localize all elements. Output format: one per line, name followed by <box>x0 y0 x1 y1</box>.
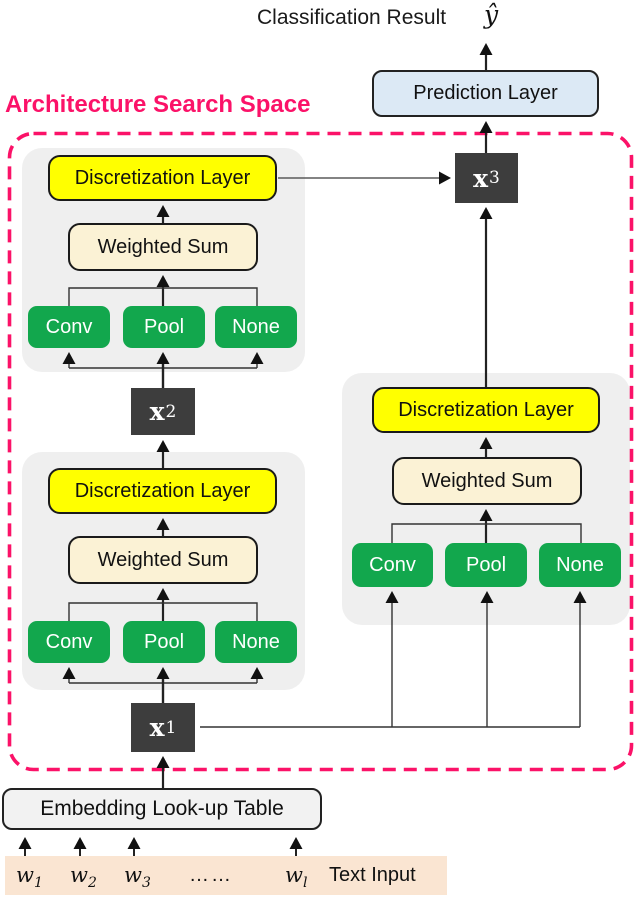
discretization-layer-label: Discretization Layer <box>74 166 251 189</box>
weighted-sum-label: Weighted Sum <box>97 235 229 258</box>
op-conv-box: Conv <box>28 306 110 348</box>
discretization-layer-label: Discretization Layer <box>398 398 574 421</box>
weighted-sum-label: Weighted Sum <box>97 548 229 571</box>
embedding-lookup-table-label: Embedding Look-up Table <box>40 797 284 820</box>
op-conv-box: Conv <box>352 543 433 587</box>
prediction-layer-label: Prediction Layer <box>413 82 558 104</box>
op-pool-label: Pool <box>143 630 185 653</box>
text-input-label: Text Input <box>329 864 416 886</box>
op-conv-label: Conv <box>45 630 93 653</box>
weighted-sum-box: Weighted Sum <box>68 536 258 584</box>
op-none-label: None <box>232 630 280 653</box>
weighted-sum-label: Weighted Sum <box>421 469 553 492</box>
op-pool-label: Pool <box>143 315 185 338</box>
text-input-strip: w1 w2 w3 …… wl Text Input <box>5 856 447 895</box>
op-pool-box: Pool <box>445 543 527 587</box>
node-x2-base: x <box>149 397 165 426</box>
op-none-box: None <box>539 543 621 587</box>
cell-right: Discretization Layer Weighted Sum Conv P… <box>342 373 630 625</box>
op-conv-box: Conv <box>28 621 110 663</box>
node-x1-base: x <box>149 713 165 742</box>
embedding-lookup-table-box: Embedding Look-up Table <box>2 788 322 830</box>
node-x3-base: x <box>473 163 489 193</box>
token-ellipsis: …… <box>189 864 233 886</box>
op-conv-label: Conv <box>45 315 93 338</box>
discretization-layer-box: Discretization Layer <box>48 155 277 201</box>
search-space-title: Architecture Search Space <box>5 91 311 118</box>
cell-bottom-left: Discretization Layer Weighted Sum Conv P… <box>22 452 305 690</box>
token-w2: w2 <box>70 863 97 892</box>
op-none-label: None <box>232 315 280 338</box>
weighted-sum-box: Weighted Sum <box>68 223 258 271</box>
discretization-layer-box: Discretization Layer <box>48 468 277 514</box>
weighted-sum-box: Weighted Sum <box>392 457 582 505</box>
y-hat-symbol: ŷ <box>484 0 499 29</box>
prediction-layer-box: Prediction Layer <box>372 70 599 117</box>
classification-result-label: Classification Result <box>257 6 447 29</box>
op-pool-box: Pool <box>123 621 205 663</box>
op-pool-box: Pool <box>123 306 205 348</box>
token-w1: w1 <box>16 863 43 892</box>
op-conv-label: Conv <box>369 553 416 576</box>
token-wl: wl <box>285 863 308 892</box>
discretization-layer-box: Discretization Layer <box>372 387 600 433</box>
op-none-box: None <box>215 621 297 663</box>
cell-top-left: Discretization Layer Weighted Sum Conv P… <box>22 148 305 372</box>
discretization-layer-label: Discretization Layer <box>74 479 251 502</box>
op-none-label: None <box>556 553 604 576</box>
op-pool-label: Pool <box>465 553 507 576</box>
token-w3: w3 <box>124 863 151 892</box>
op-none-box: None <box>215 306 297 348</box>
